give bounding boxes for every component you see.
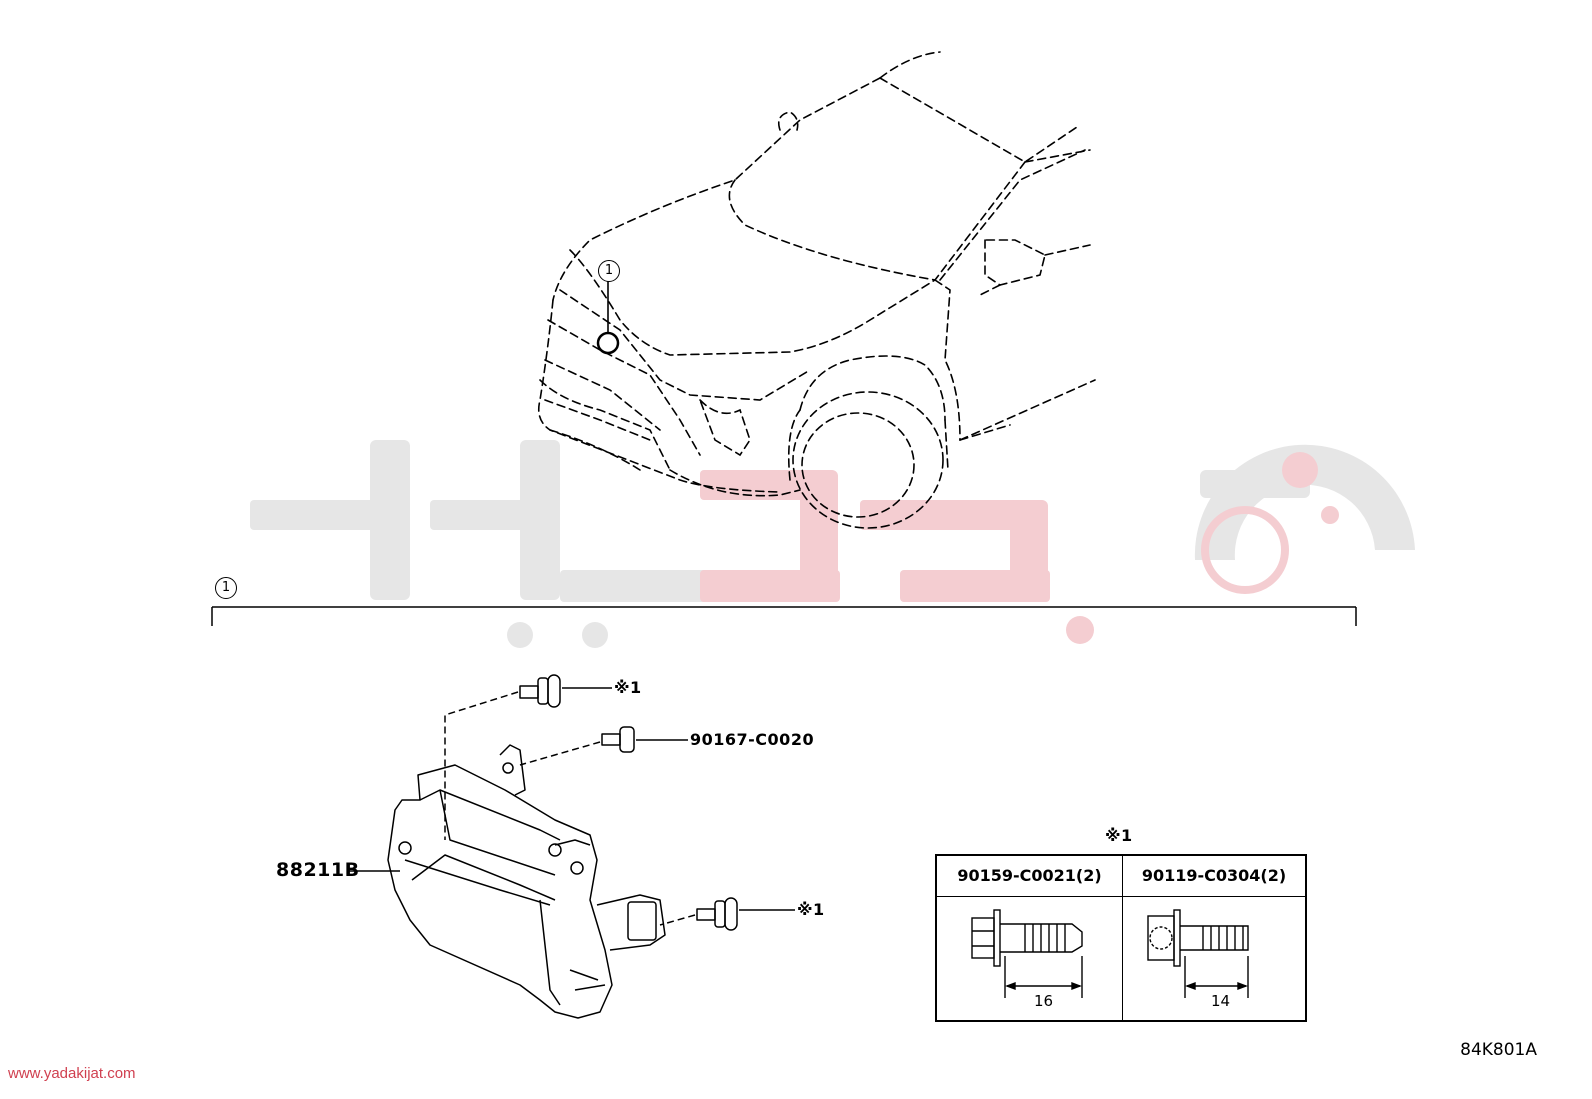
car-callout-1: 1 (598, 260, 620, 282)
sensor-part-number: 88211B (276, 859, 360, 881)
legend-col-2-part: 90119-C0304(2) (1123, 856, 1305, 897)
section-callout-1: 1 (215, 577, 237, 599)
bolt-top-ref: ※1 (614, 678, 642, 697)
bolt-right-ref: ※1 (797, 900, 825, 919)
hex-bolt-icon (1147, 909, 1249, 998)
website-link[interactable]: www.yadakijat.com (8, 1065, 136, 1082)
flange-bolt-icon (971, 909, 1083, 998)
screw-part-number: 90167-C0020 (690, 730, 815, 749)
fastener-legend-table: 90159-C0021(2) 16 90119-C0304(2) (935, 854, 1307, 1022)
legend-ref: ※1 (1105, 826, 1133, 845)
legend-col-2: 90119-C0304(2) 14 (1123, 856, 1305, 1020)
legend-col-1-length: 16 (1034, 992, 1054, 1010)
legend-col-2-length: 14 (1211, 992, 1231, 1010)
legend-col-1-part: 90159-C0021(2) (937, 856, 1122, 897)
legend-col-1: 90159-C0021(2) 16 (937, 856, 1123, 1020)
figure-code: 84K801A (1460, 1040, 1537, 1060)
screw-icon (601, 726, 635, 753)
bolt-top-icon (519, 674, 561, 708)
bolt-right-icon (696, 897, 738, 931)
